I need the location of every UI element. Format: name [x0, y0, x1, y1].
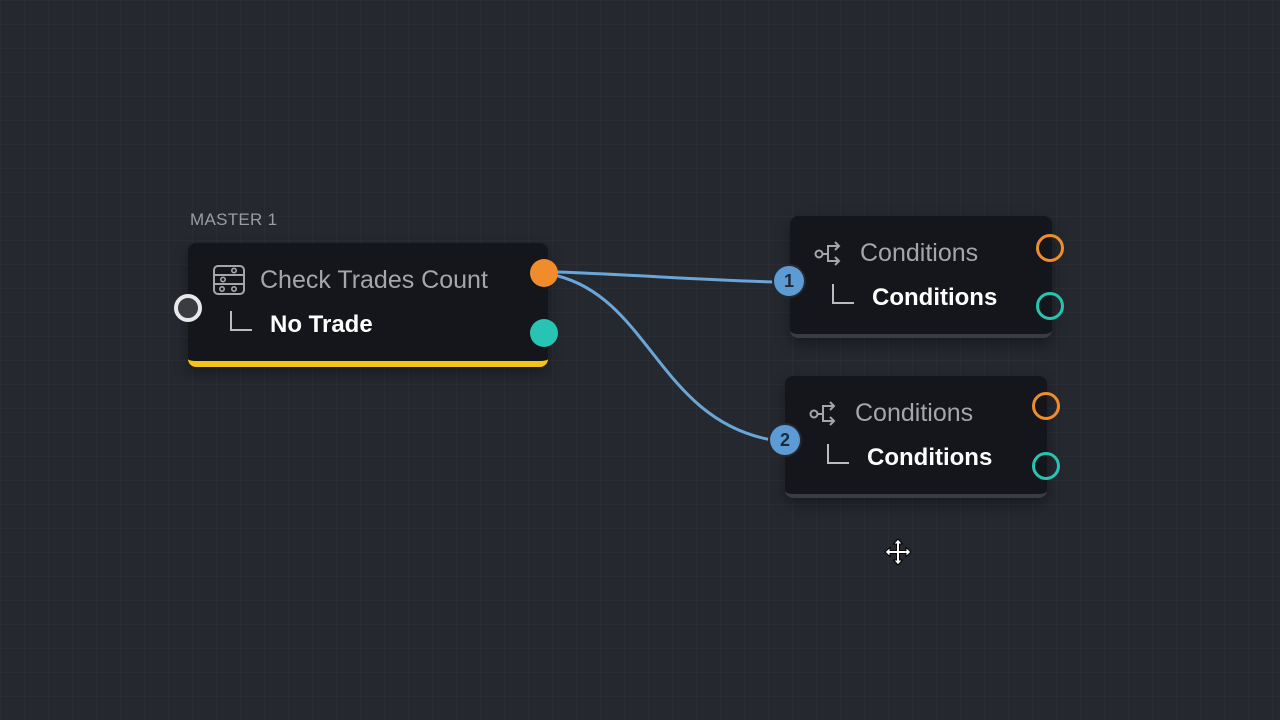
- move-cursor-icon: [884, 538, 912, 566]
- branch-icon: [807, 396, 841, 430]
- node-subtitle: Conditions: [872, 284, 998, 311]
- group-label: MASTER 1: [190, 210, 278, 229]
- node-title: Conditions: [855, 398, 974, 427]
- branch-icon: [812, 236, 846, 270]
- node-subtitle-row: No Trade: [230, 311, 373, 339]
- output-port-true[interactable]: [1036, 234, 1064, 262]
- node-header: Conditions: [812, 236, 978, 270]
- output-port-false[interactable]: [1036, 292, 1064, 320]
- connection-badge-2[interactable]: 2: [770, 425, 800, 455]
- node-subtitle: Conditions: [867, 444, 993, 471]
- output-port-true[interactable]: [1032, 392, 1060, 420]
- elbow-connector-icon: [827, 444, 849, 464]
- node-conditions-2[interactable]: Conditions Conditions: [785, 376, 1047, 498]
- node-title: Conditions: [860, 238, 979, 267]
- input-port[interactable]: [174, 294, 202, 322]
- node-header: Check Trades Count: [212, 263, 488, 297]
- elbow-connector-icon: [230, 311, 252, 331]
- wire-to-conditions-1[interactable]: [556, 270, 778, 284]
- node-conditions-1[interactable]: Conditions Conditions: [790, 216, 1052, 338]
- output-port-false[interactable]: [530, 319, 558, 347]
- node-check-trades-count[interactable]: Check Trades Count No Trade: [188, 243, 548, 367]
- node-subtitle: No Trade: [270, 311, 373, 338]
- output-port-false[interactable]: [1032, 452, 1060, 480]
- output-port-true[interactable]: [530, 259, 558, 287]
- node-subtitle-row: Conditions: [832, 284, 997, 312]
- connection-badge-1[interactable]: 1: [774, 266, 804, 296]
- elbow-connector-icon: [832, 284, 854, 304]
- node-header: Conditions: [807, 396, 973, 430]
- wire-to-conditions-2[interactable]: [556, 274, 774, 442]
- node-title: Check Trades Count: [260, 265, 488, 294]
- sliders-icon: [212, 263, 246, 297]
- node-subtitle-row: Conditions: [827, 444, 992, 472]
